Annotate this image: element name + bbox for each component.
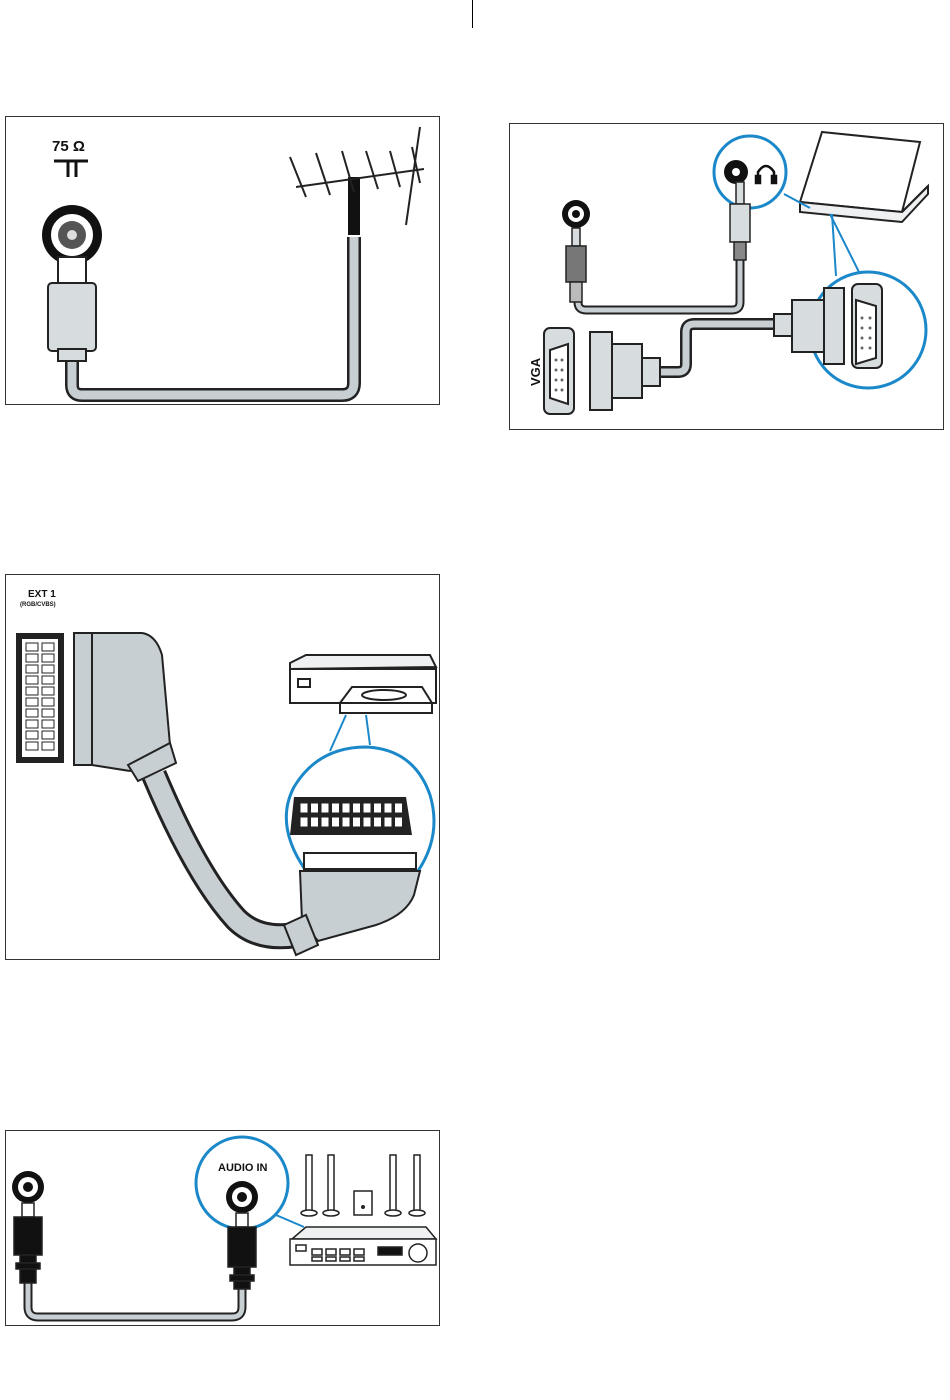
- dvd-player-icon: [290, 655, 436, 713]
- vga-cable: [660, 324, 774, 372]
- vga-port-icon: [544, 328, 574, 414]
- vga-plug-tv-side: [590, 332, 660, 410]
- vga-diagram: VGA: [510, 124, 945, 431]
- scart-plug-dvd-side: [284, 853, 420, 955]
- antenna-plug-icon: [48, 257, 96, 361]
- vga-port-label: VGA: [528, 357, 543, 386]
- audio-out-plug-icon: [14, 1203, 42, 1283]
- audio-diagram: AUDIO IN: [6, 1131, 441, 1327]
- scart-plug-tv-side: [74, 633, 176, 781]
- coax-symbol-icon: [54, 161, 88, 177]
- laptop-vga-port-icon: [852, 284, 882, 368]
- audio-cable: [578, 256, 740, 310]
- scart-port-label: EXT 1: [28, 589, 56, 600]
- impedance-label: 75 Ω: [52, 138, 85, 155]
- antenna-cable: [72, 237, 354, 395]
- audio-jack-socket-icon: [562, 200, 590, 228]
- vga-plug-laptop-side: [774, 288, 844, 364]
- home-theatre-receiver-icon: [290, 1227, 436, 1265]
- antenna-diagram: 75 Ω: [6, 117, 441, 406]
- audio-in-label: AUDIO IN: [218, 1162, 268, 1174]
- dvd-scart-socket-icon: [290, 797, 412, 835]
- scart-connection-figure: EXT 1 (RGB/CVBS): [5, 574, 440, 960]
- antenna-connection-figure: 75 Ω: [5, 116, 440, 405]
- antenna-mast: [348, 177, 360, 235]
- speaker-icons: [301, 1155, 425, 1216]
- scart-port-sublabel: (RGB/CVBS): [20, 602, 56, 608]
- laptop-icon: [800, 132, 928, 222]
- audio-callout-line: [276, 1215, 304, 1227]
- audio-connection-figure: AUDIO IN: [5, 1130, 440, 1326]
- scart-diagram: EXT 1 (RGB/CVBS): [6, 575, 441, 961]
- audio-in-socket-icon: [226, 1181, 258, 1213]
- audio-plug-left: [566, 228, 586, 302]
- scart-port-icon: [16, 633, 64, 763]
- vga-connection-figure: VGA: [509, 123, 944, 430]
- audio-out-socket-icon: [12, 1171, 44, 1203]
- page-top-rule: [472, 0, 473, 28]
- audio-out-cable: [28, 1281, 242, 1317]
